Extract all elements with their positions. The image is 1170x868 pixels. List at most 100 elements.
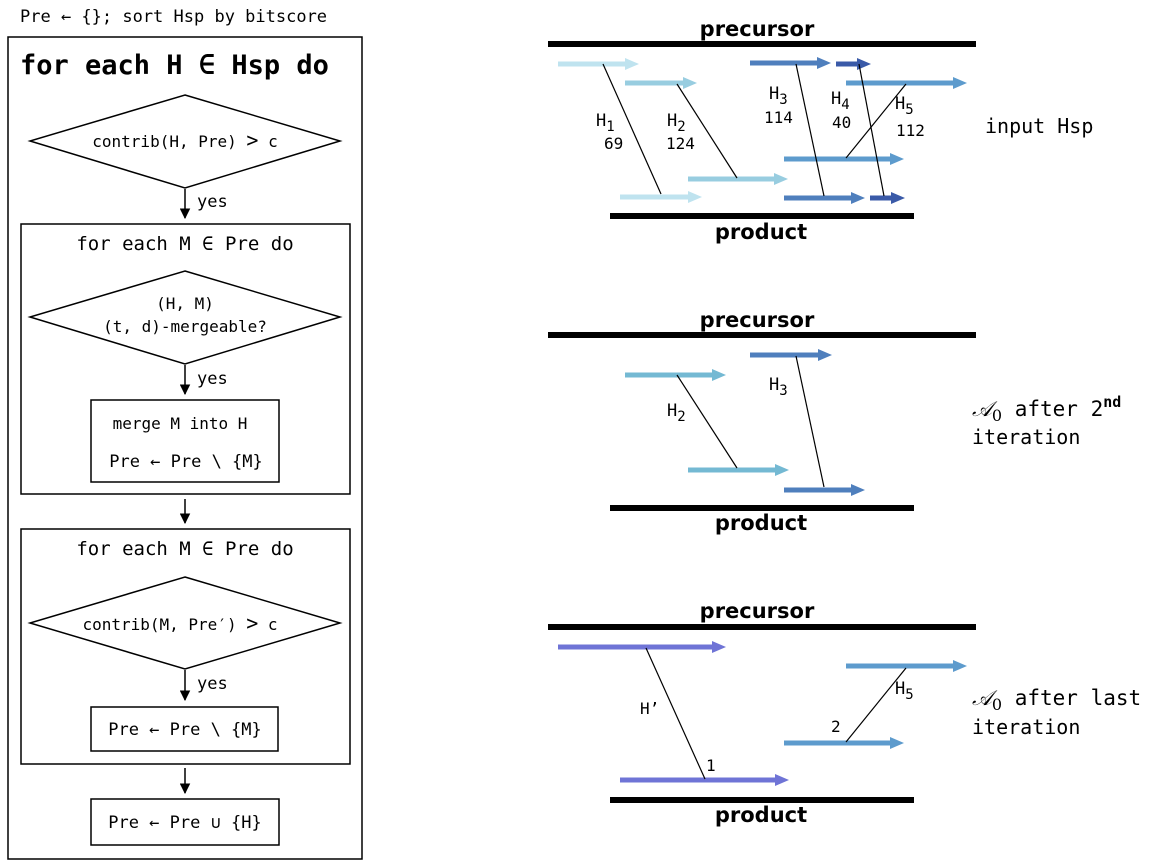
segment-head-h2-product [774, 173, 788, 185]
score-h2: 124 [666, 134, 695, 153]
product-label: product [715, 803, 807, 827]
flowchart: Pre ← {}; sort Hsp by bitscore for each … [7, 7, 363, 860]
hsp-arrows [558, 57, 967, 204]
segment-h4-product [870, 195, 891, 201]
segment-head-h3-precursor [817, 57, 831, 69]
segment-merged-precursor [558, 644, 712, 650]
remove-box [90, 706, 279, 752]
segment-h3-precursor [750, 60, 817, 66]
segment-head-h4-precursor [857, 58, 871, 70]
segment-head-h2-precursor [683, 77, 697, 89]
segment-h5-product [784, 156, 890, 162]
segment-h2-product [688, 176, 774, 182]
segment-h3-product [784, 195, 851, 201]
segment-h5-precursor [846, 80, 953, 86]
decision-contrib-h-label: contrib(H, Pre) > c [92, 128, 277, 152]
segment-head-h1-precursor [625, 58, 639, 70]
segment-h2-product [688, 467, 775, 473]
link-h5 [845, 83, 907, 159]
link-h1 [602, 63, 662, 195]
hit-label-h5: H5 [895, 679, 914, 703]
hit-label-h1: H1 [596, 111, 615, 135]
precursor-bar [548, 624, 976, 630]
segment-head-h4-product [891, 192, 905, 204]
segment-head-h3-product [851, 484, 865, 496]
segment-head-h5-precursor [953, 660, 967, 672]
inner-loop-remove-box [20, 528, 351, 765]
merge-line2: Pre ← Pre \ {M} [109, 452, 263, 472]
hsp-arrows [558, 641, 967, 786]
hit-label-h2: H2 [667, 111, 686, 135]
inner-loop-remove-title: for each M ∈ Pre do [76, 538, 293, 560]
final-box-label: Pre ← Pre ∪ {H} [108, 813, 262, 833]
link-h4 [858, 63, 885, 197]
hit-label-h3: H3 [769, 84, 788, 108]
hit-label-h4: H4 [831, 89, 850, 113]
segment-h2-precursor [625, 80, 683, 86]
merge-line1: merge M into H [113, 414, 248, 433]
score-h1: 69 [604, 134, 623, 153]
segment-head-h3-precursor [818, 349, 832, 361]
decision-mergeable [27, 270, 343, 365]
flowchart-header: Pre ← {}; sort Hsp by bitscore [20, 7, 327, 27]
caption-after-2nd: 𝒜0 after 2nd [972, 393, 1121, 425]
link-h2 [676, 83, 738, 179]
mark-2: 2 [831, 717, 841, 736]
decision-contrib-h [27, 94, 343, 189]
remove-box-label: Pre ← Pre \ {M} [108, 720, 262, 740]
score-h4: 40 [832, 113, 851, 132]
mark-1: 1 [706, 756, 716, 775]
decision-mergeable-line2: (t, d)-mergeable? [103, 317, 267, 336]
segment-h1-precursor [558, 61, 625, 67]
hit-label-h3: H3 [769, 375, 788, 399]
caption-input-hsp: input Hsp [985, 114, 1093, 138]
product-label: product [715, 511, 807, 535]
segment-head-h2-precursor [712, 369, 726, 381]
merge-box [90, 399, 280, 483]
decision-contrib-m-label: contrib(M, Pre′) > c [82, 611, 277, 635]
product-bar [610, 505, 914, 511]
product-label: product [715, 220, 807, 244]
segment-h3-product [784, 487, 851, 493]
precursor-label: precursor [700, 599, 815, 623]
score-h3: 114 [764, 108, 793, 127]
segment-head-h5-precursor [953, 77, 967, 89]
outer-loop-title: for each H ∈ Hsp do [20, 50, 329, 81]
caption-after-2nd-line2: iteration [972, 425, 1080, 449]
precursor-bar [548, 41, 976, 47]
decision-contrib-m [27, 576, 343, 670]
final-box [90, 798, 280, 846]
link-h3 [795, 355, 825, 488]
segment-h3-precursor [750, 352, 818, 358]
segment-h5-product [784, 740, 890, 746]
hit-label-h2: H2 [667, 401, 686, 425]
segment-h2-precursor [625, 372, 712, 378]
link-merged [645, 647, 706, 780]
hsp-arrows [625, 349, 865, 496]
panel-after-last-iteration: precursor product H’ 1 2 H5 𝒜0 after las… [548, 599, 1141, 827]
segment-head-h5-product [890, 737, 904, 749]
segment-h4-precursor [836, 61, 857, 67]
outer-loop-box [7, 36, 363, 860]
yes-label-2: yes [197, 369, 228, 389]
product-bar [610, 213, 914, 219]
panel-input-hsp: precursor product H1 69 H2 124 H3 114 H4… [548, 17, 1093, 244]
segment-h1-product [620, 194, 688, 200]
caption-after-last: 𝒜0 after last [972, 686, 1141, 714]
segment-h5-precursor [846, 663, 953, 669]
link-h2 [676, 374, 738, 469]
inner-loop-merge-title: for each M ∈ Pre do [76, 233, 293, 255]
segment-head-merged-product [775, 774, 789, 786]
segment-head-h1-product [688, 191, 702, 203]
segment-head-h3-product [851, 192, 865, 204]
link-h3 [795, 63, 825, 197]
precursor-label: precursor [700, 17, 815, 41]
link-h5 [845, 667, 907, 743]
inner-loop-merge-box [20, 223, 351, 495]
yes-label-1: yes [197, 192, 228, 212]
decision-mergeable-line1: (H, M) [156, 294, 214, 313]
product-bar [610, 797, 914, 803]
merged-hit-label: H’ [640, 699, 659, 718]
yes-label-3: yes [197, 674, 228, 694]
